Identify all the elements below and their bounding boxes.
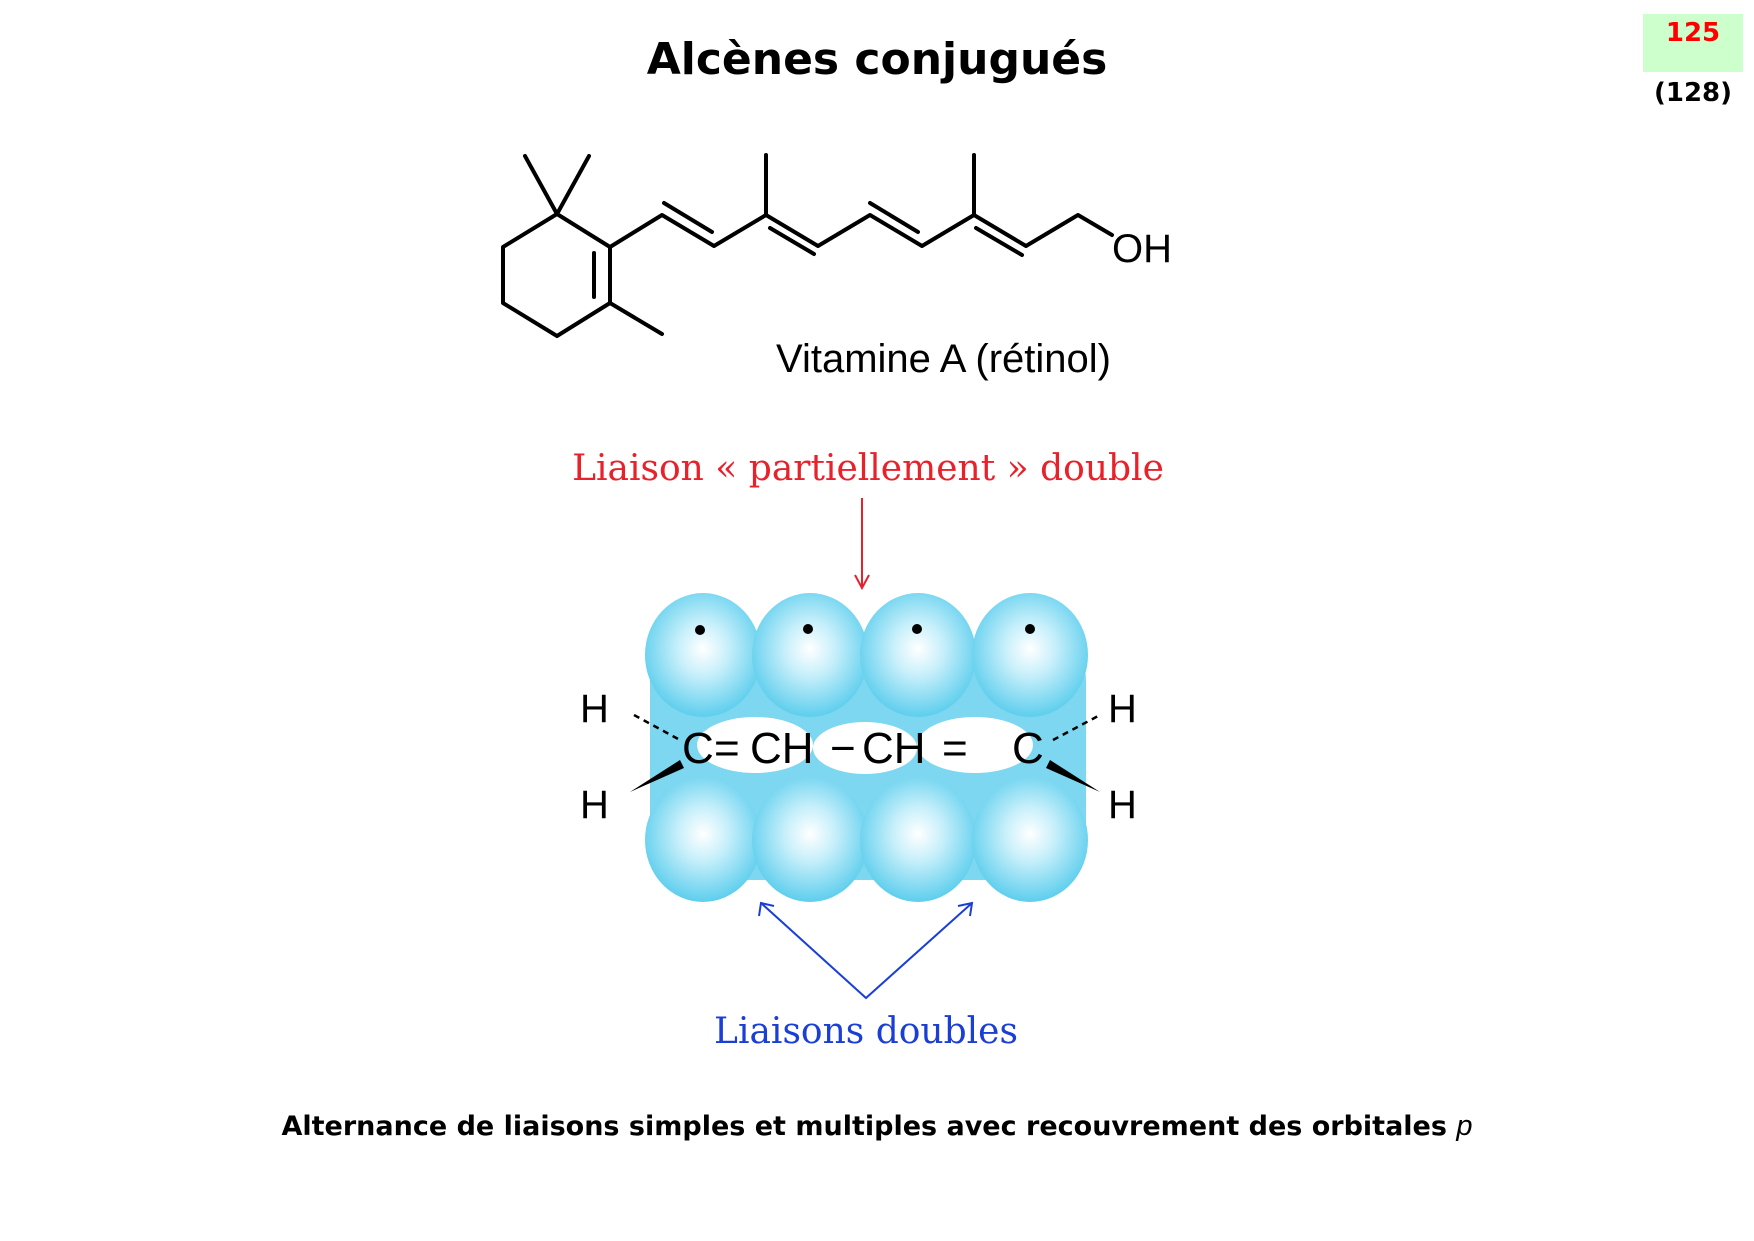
h-top-left: H xyxy=(580,687,609,731)
formula-double-1: = xyxy=(714,724,740,773)
skeletal-bonds xyxy=(501,153,1114,338)
formula-double-2: = xyxy=(942,724,968,773)
page-number: 125 xyxy=(1665,18,1721,48)
wedge-bond-left xyxy=(630,760,684,792)
orbital-lobe-top-3 xyxy=(860,593,976,717)
page-number-alt: (128) xyxy=(1653,78,1733,108)
h-top-right: H xyxy=(1108,687,1137,731)
caption-italic: p xyxy=(1456,1110,1473,1142)
electron-dot-4 xyxy=(1025,624,1035,634)
orbital-lobe-top-2 xyxy=(752,593,868,717)
double-bonds-label: Liaisons doubles xyxy=(714,1011,1018,1052)
electron-dot-1 xyxy=(695,625,705,635)
orbital-lobe-bottom-1 xyxy=(645,778,761,902)
dashed-bond-right xyxy=(1052,713,1101,742)
hydrogens: H H H H xyxy=(580,687,1137,827)
formula-single: − xyxy=(830,724,856,773)
double-bonds-arrows xyxy=(758,901,974,1000)
orbital-lobe-bottom-2 xyxy=(752,778,868,902)
butadiene-formula: C = CH − CH = C xyxy=(682,724,1044,773)
bond-holes xyxy=(697,717,1033,774)
caption: Alternance de liaisons simples et multip… xyxy=(0,1110,1754,1143)
formula-c1: C xyxy=(682,724,714,773)
slide-title: Alcènes conjugués xyxy=(646,34,1108,85)
caption-text: Alternance de liaisons simples et multip… xyxy=(281,1111,1447,1142)
hydrogen-bonds xyxy=(633,713,1101,742)
orbital-lobe-top-4 xyxy=(972,593,1088,717)
electron-dot-3 xyxy=(912,624,922,634)
partial-double-arrow xyxy=(854,498,870,591)
dashed-bond-left xyxy=(633,713,681,742)
compound-name: Vitamine A (rétinol) xyxy=(776,337,1111,381)
oh-label: OH xyxy=(1112,227,1172,271)
formula-ch1: CH xyxy=(750,724,814,773)
orbital-lobe-top-1 xyxy=(645,593,761,717)
formula-ch2: CH xyxy=(862,724,926,773)
orbital-lobe-bottom-4 xyxy=(972,778,1088,902)
page-number-box xyxy=(1643,14,1743,72)
h-bottom-left: H xyxy=(580,783,609,827)
electron-dot-2 xyxy=(803,624,813,634)
orbital-lobe-bottom-3 xyxy=(860,778,976,902)
p-orbital-cloud xyxy=(645,593,1088,902)
formula-c2: C xyxy=(1012,724,1044,773)
wedge-bond-right xyxy=(1046,760,1100,792)
electron-dots xyxy=(695,624,1035,635)
partial-double-bond-label: Liaison « partiellement » double xyxy=(572,448,1164,489)
h-bottom-right: H xyxy=(1108,783,1137,827)
